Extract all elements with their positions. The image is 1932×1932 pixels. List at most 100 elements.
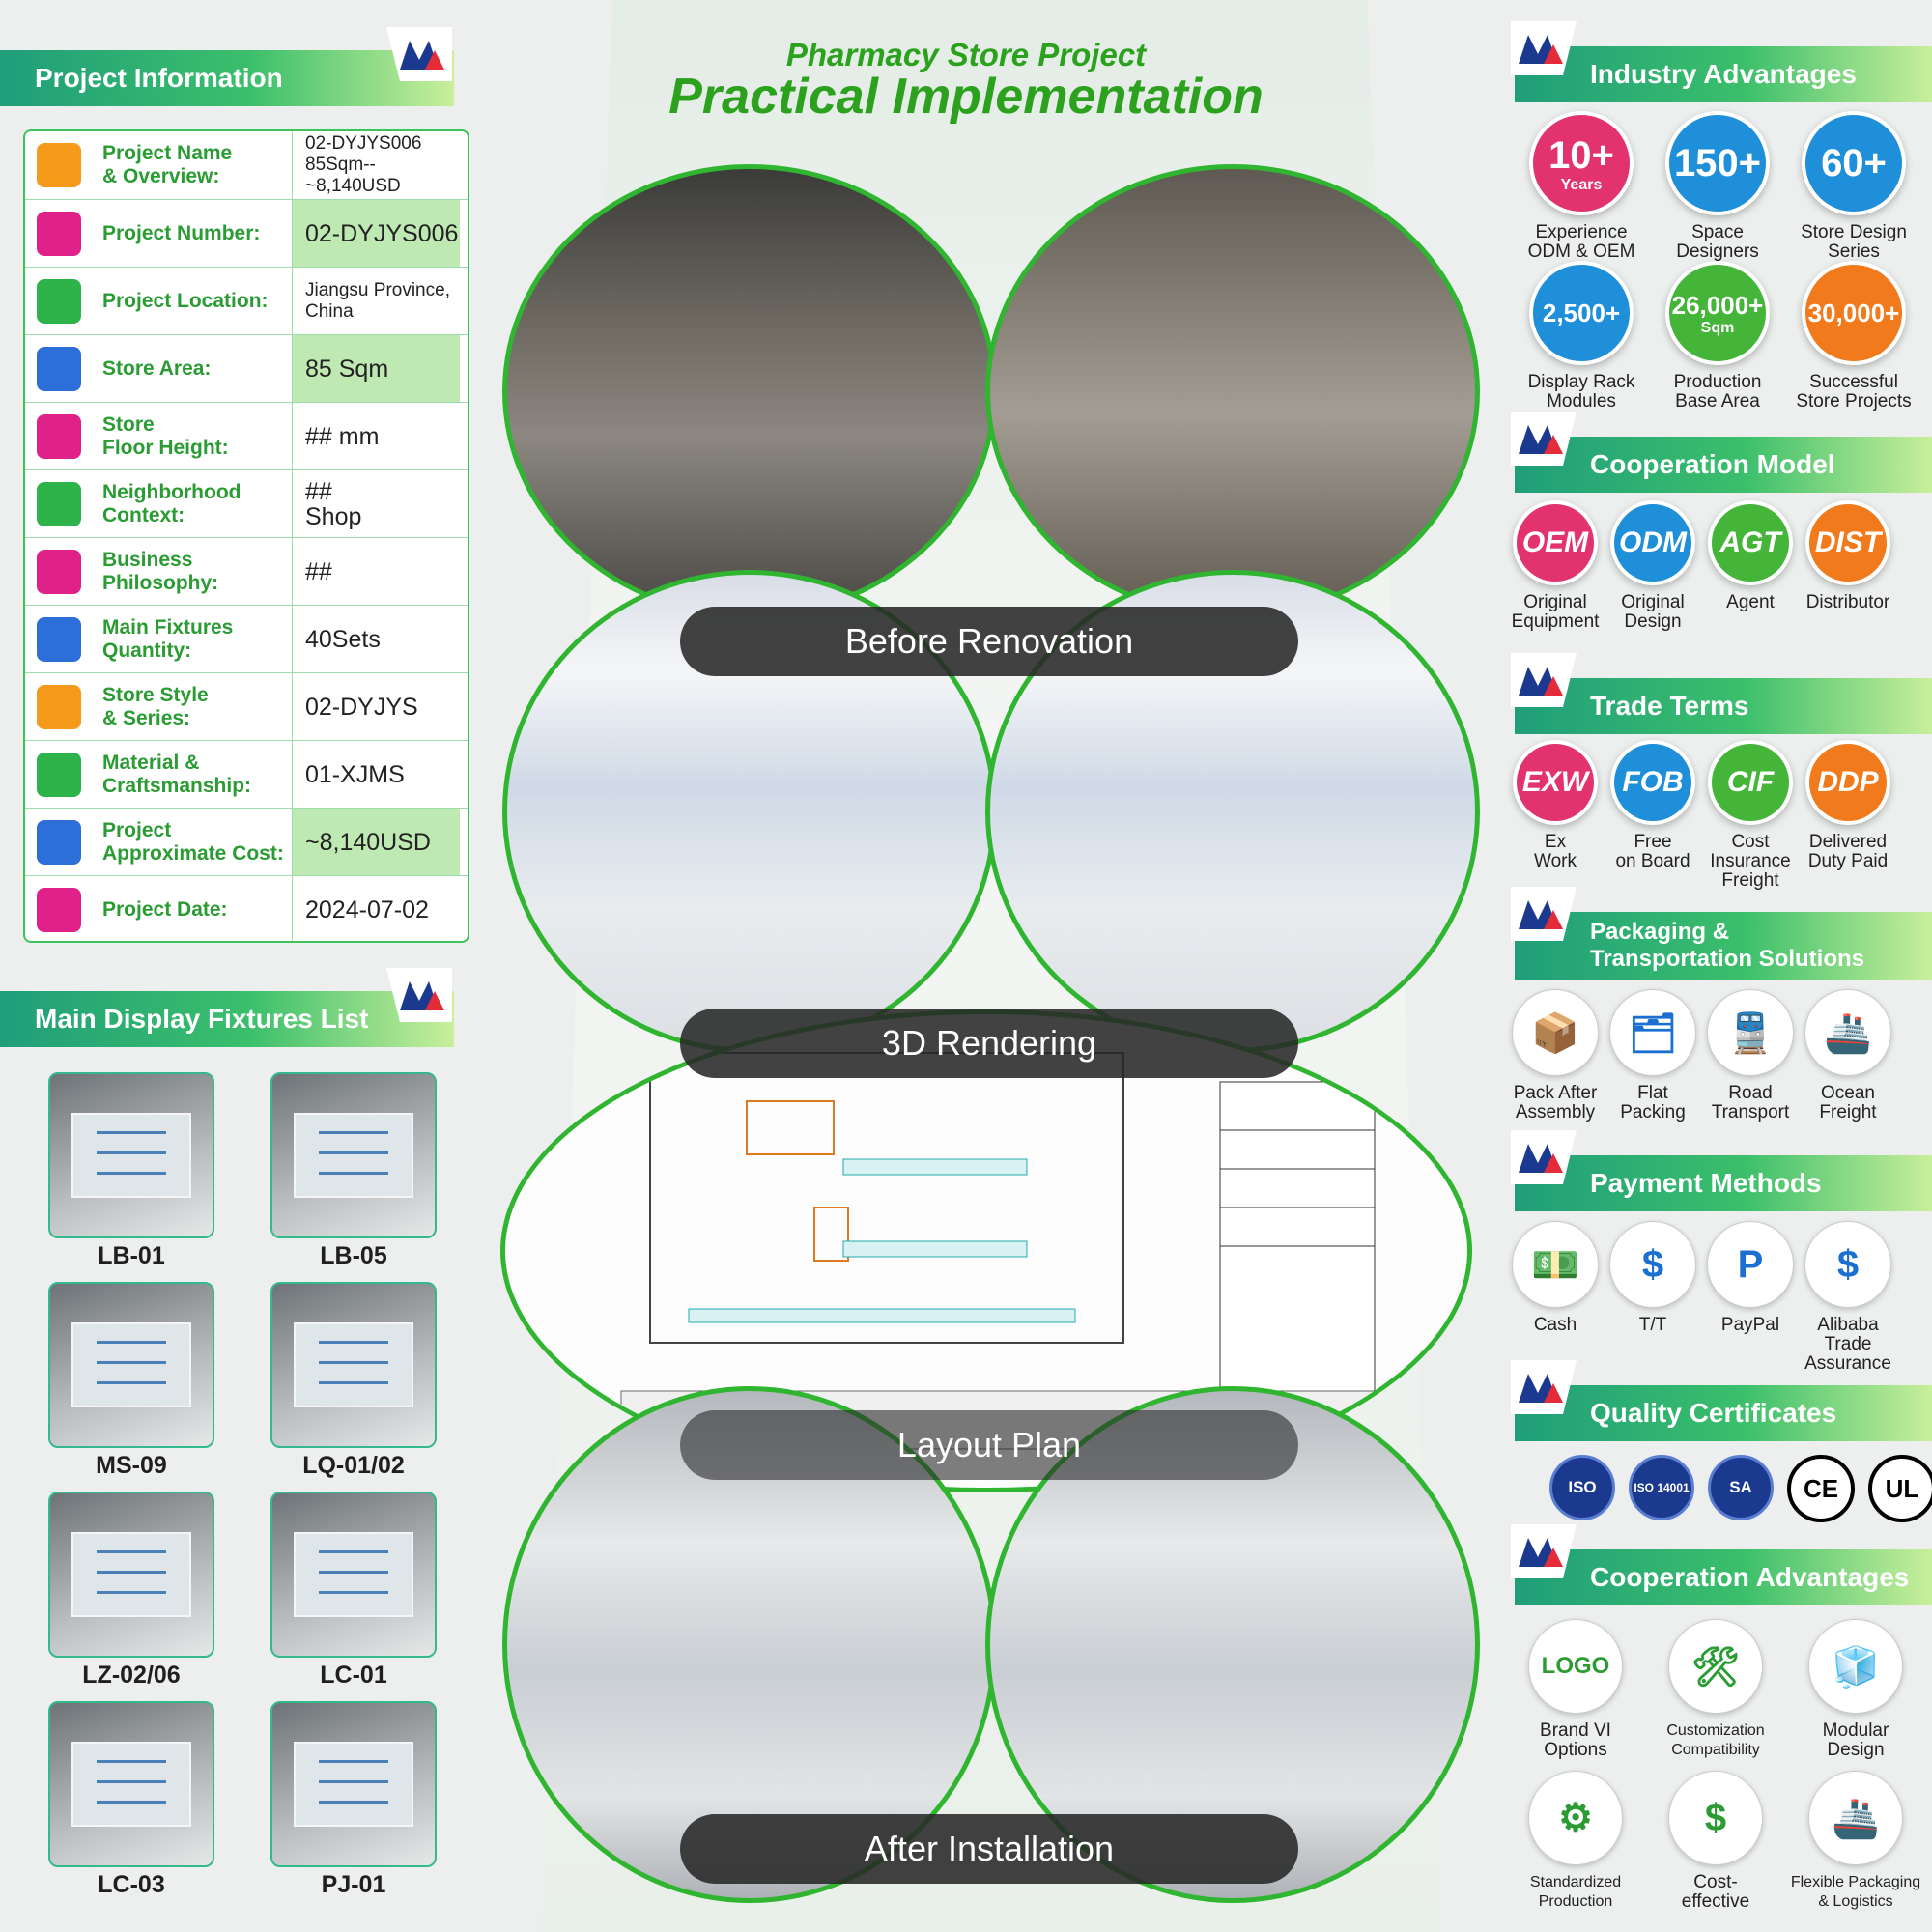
info-label: Project Number: xyxy=(102,221,261,244)
icon-item: 🚢Ocean Freight xyxy=(1800,989,1896,1122)
option-code: CIF xyxy=(1726,766,1775,798)
option-badge: AGT xyxy=(1708,500,1793,585)
option-label: Original Equipment xyxy=(1511,592,1600,632)
fixture-label: LZ-02/06 xyxy=(82,1662,181,1689)
project-info-table: Project Name & Overview:02-DYJYS006 85Sq… xyxy=(23,129,469,943)
info-label-cell: Main Fixtures Quantity: xyxy=(25,606,293,672)
shelf-line xyxy=(319,1340,388,1344)
transfer-icon: $ xyxy=(1609,1221,1696,1308)
shield-dollar-icon: $ xyxy=(1804,1221,1891,1308)
stat-value: 10+ xyxy=(1548,133,1614,177)
icon-glyph: $ xyxy=(1704,1796,1727,1839)
logo-icon: LOGO xyxy=(1528,1619,1623,1714)
fixture-label: MS-09 xyxy=(96,1452,167,1479)
search-document-icon xyxy=(37,143,81,187)
info-value: 01-XJMS xyxy=(305,760,405,788)
info-value: 02-DYJYS006 85Sqm--~8,140USD xyxy=(305,133,422,196)
advantage-label: Cost- effective xyxy=(1681,1872,1750,1912)
info-label-cell: Store Area: xyxy=(25,335,293,402)
cubes-icon: 🧊 xyxy=(1808,1619,1903,1714)
icon-glyph: ⚙ xyxy=(1558,1797,1593,1839)
layers-icon xyxy=(37,753,81,797)
fixture-thumbnail[interactable] xyxy=(48,1492,214,1658)
shelf-line xyxy=(319,1380,388,1384)
shelf-line xyxy=(97,1779,166,1783)
shop-icon xyxy=(37,482,81,526)
brand-logo-icon xyxy=(386,968,452,1022)
brand-logo-icon xyxy=(1511,887,1577,941)
option-code: OEM xyxy=(1521,526,1589,558)
fixture-label: PJ-01 xyxy=(321,1871,386,1898)
shelf-line xyxy=(97,1360,166,1364)
star-icon xyxy=(37,685,81,729)
icon-label: Cash xyxy=(1533,1315,1577,1335)
info-row: Main Fixtures Quantity: 40Sets xyxy=(25,605,468,672)
fixture-shelf-graphic xyxy=(71,1742,191,1827)
info-value: 2024-07-02 xyxy=(305,895,429,923)
section-header: Packaging & Transportation Solutions xyxy=(1515,912,1932,980)
fixture-shelf-graphic xyxy=(294,1532,413,1617)
icon-glyph: 🚢 xyxy=(1824,1011,1872,1055)
icon-glyph: 💵 xyxy=(1531,1243,1579,1287)
stat-label: Successful Store Projects xyxy=(1796,372,1912,412)
industry-stat: 2,500+Display Rack Modules xyxy=(1514,261,1649,412)
advantage-item: ⚙Standardized Production xyxy=(1507,1771,1644,1912)
icon-glyph: 🛠 xyxy=(1690,1645,1741,1689)
stat-value: 26,000+ xyxy=(1671,290,1764,320)
fixture-shelf-graphic xyxy=(294,1113,413,1198)
icon-label: T/T xyxy=(1638,1315,1667,1335)
qty-box-icon xyxy=(37,617,81,662)
option-label: Agent xyxy=(1726,592,1775,612)
fixture-thumbnail[interactable] xyxy=(270,1282,437,1448)
info-value: ## xyxy=(305,557,332,585)
icon-item: 🗂Flat Packing xyxy=(1605,989,1701,1122)
info-value: ## mm xyxy=(305,422,380,450)
project-info-header: Project Information xyxy=(0,50,454,106)
stage-caption: 3D Rendering xyxy=(680,1009,1298,1078)
icon-glyph: 📦 xyxy=(1531,1011,1579,1055)
info-value: 40Sets xyxy=(305,625,381,653)
info-row: Business Philosophy:## xyxy=(25,537,468,605)
icon-item: 💵 Cash xyxy=(1507,1221,1604,1335)
fixture-label: LC-01 xyxy=(320,1662,387,1689)
page-title: Practical Implementation xyxy=(668,69,1264,125)
advantage-item: 🛠Customization Compatibility xyxy=(1647,1619,1784,1760)
option-badge: DIST xyxy=(1805,500,1890,585)
numbered-list-icon xyxy=(37,212,81,256)
option-label: Original Design xyxy=(1621,592,1685,632)
fixture-thumbnail[interactable] xyxy=(270,1072,437,1238)
shelf-line xyxy=(319,1570,388,1574)
fixture-thumbnail[interactable] xyxy=(270,1701,437,1867)
shelf-line xyxy=(97,1549,166,1553)
option-code: AGT xyxy=(1719,526,1781,558)
advantage-label: Brand VI Options xyxy=(1540,1720,1611,1760)
info-label: Project Location: xyxy=(102,289,269,312)
fixture-thumbnail[interactable] xyxy=(270,1492,437,1658)
icon-glyph: 🚆 xyxy=(1726,1011,1775,1055)
fixture-thumbnail[interactable] xyxy=(48,1282,214,1448)
option-badge: OEM xyxy=(1513,500,1598,585)
shelf-line xyxy=(319,1800,388,1804)
option-label: Ex Work xyxy=(1534,832,1577,871)
fixture-thumbnail[interactable] xyxy=(48,1701,214,1867)
section-header: Trade Terms xyxy=(1515,678,1932,734)
fixture-shelf-graphic xyxy=(71,1532,191,1617)
info-row: Project Approximate Cost:~8,140USD xyxy=(25,808,468,875)
dollar-icon xyxy=(37,820,81,865)
certificate-badge: ISO 14001 xyxy=(1629,1455,1694,1520)
ship-icon: 🚢 xyxy=(1804,989,1891,1076)
location-pin-icon xyxy=(37,279,81,324)
shelf-line xyxy=(319,1759,388,1763)
brand-logo-icon xyxy=(1511,653,1577,707)
shelf-line xyxy=(97,1590,166,1594)
info-row: Material & Craftsmanship:01-XJMS xyxy=(25,740,468,808)
brand-logo-icon xyxy=(1511,1524,1577,1578)
stat-value: 2,500+ xyxy=(1542,298,1621,327)
fixture-thumbnail[interactable] xyxy=(48,1072,214,1238)
